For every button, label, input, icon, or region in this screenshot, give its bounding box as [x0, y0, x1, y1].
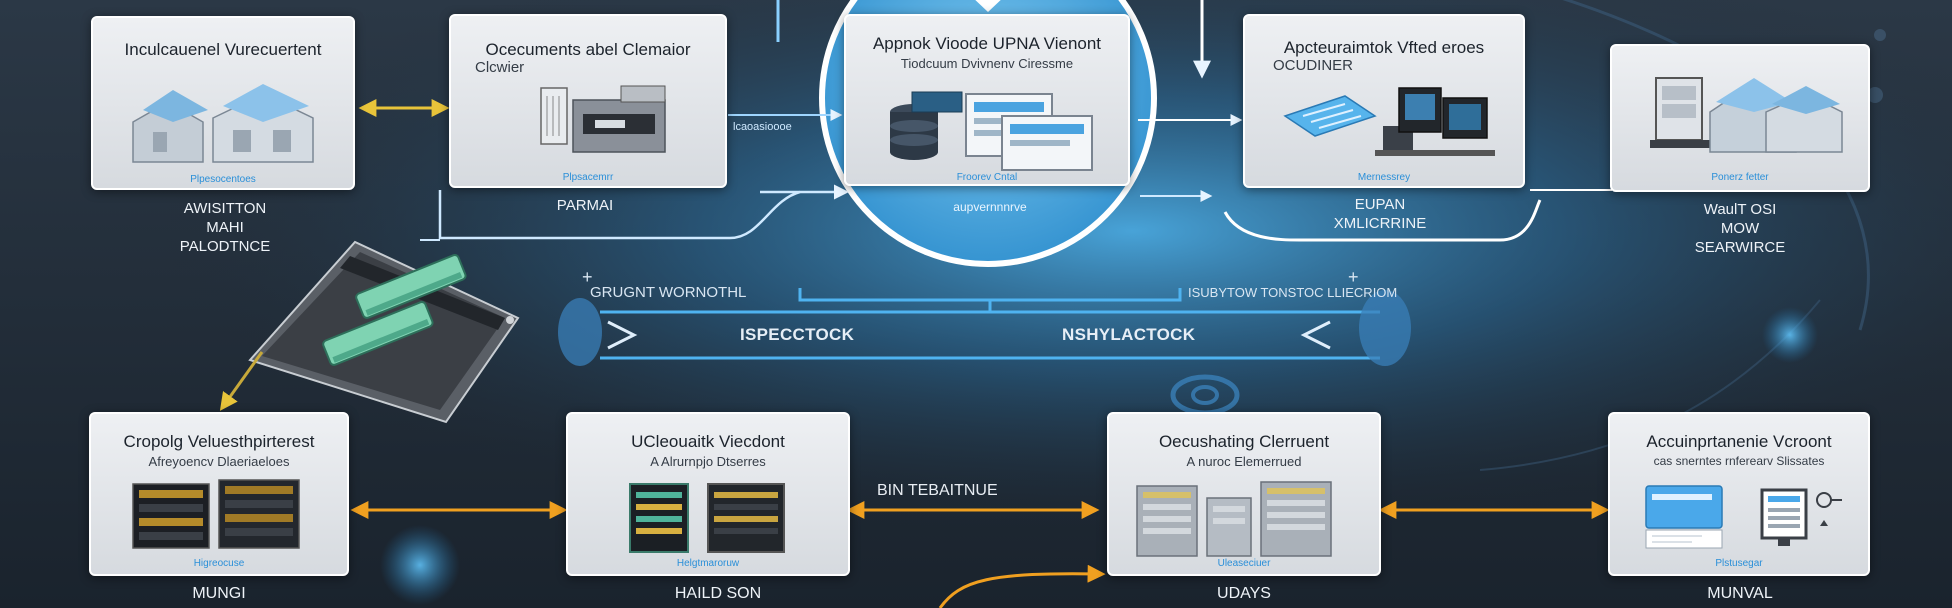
label-line: MUNVAL [1707, 585, 1773, 602]
label-line: AWISITTON [183, 200, 267, 217]
monitor-screens-icon [1645, 485, 1842, 549]
devices-illustration-icon [1283, 87, 1495, 156]
label-line: PARMAI [556, 197, 614, 214]
data-center-icon [1136, 481, 1332, 557]
label-line: MOW [1720, 220, 1760, 237]
card-top-4[interactable]: Apcteuraimtok Vfted eroes OCUDINER Merne… [1243, 14, 1525, 188]
label-bottom-1: MUNGI [119, 584, 319, 603]
card-footer: Plstusegar [1715, 558, 1763, 569]
server-blocks-icon [629, 483, 785, 553]
card-subtitle: Afreyoencv Dlaeriaeloes [148, 454, 290, 469]
card-bottom-3[interactable]: Oecushating Clerruent A nuroc Elemerrued… [1107, 412, 1381, 576]
card-subtitle: A Alrurnpjo Dtserres [650, 454, 766, 469]
pill-left-text: ISPECCTOCK [740, 325, 855, 344]
card-bottom-2[interactable]: UCleouaitk Viecdont A Alrurnpjo Dtserres… [566, 412, 850, 576]
card-title: Inculcauenel Vurecuertent [124, 40, 322, 59]
card-footer: Plpesocentoes [190, 174, 256, 185]
label-line: aupvernnnrve [953, 200, 1027, 214]
card-footer: Helgtmaroruw [676, 558, 740, 569]
left-tech-text: GRUGNT WORNOTHL [590, 284, 747, 301]
label-line: SEARWIRCE [1694, 239, 1786, 256]
card-bottom-1[interactable]: Cropolg Veluesthpirterest Afreyoencv Dla… [89, 412, 349, 576]
arrow-text: BIN TEBAITNUE [877, 482, 998, 499]
card-footer: Mernessrey [1357, 172, 1411, 183]
card-title: Accuinprtanenie Vcroont [1646, 432, 1832, 451]
card-bottom-4[interactable]: Accuinprtanenie Vcroont cas snerntes rnf… [1608, 412, 1870, 576]
card-footer: Higreocuse [193, 558, 245, 569]
card-title: UCleouaitk Viecdont [631, 432, 785, 451]
card-footer: Uleaseciuer [1217, 558, 1271, 569]
server-racks-icon [132, 479, 300, 549]
label-top-3: aupvernnnrve [900, 198, 1080, 217]
card-top-1[interactable]: Inculcauenel Vurecuertent Plpesocentoes [91, 16, 355, 190]
devices-house-icon [1650, 77, 1843, 153]
label-bottom-3: UDAYS [1144, 584, 1344, 603]
card-footer: Ponerz fetter [1711, 172, 1769, 183]
label-top-2: PARMAI [500, 196, 670, 215]
card-footer: Froorev Cntal [956, 172, 1018, 183]
label-line: XMLICRRINE [1333, 215, 1427, 232]
small-left-text: lcaoasioooe [733, 121, 792, 133]
card-title: Ocecuments abel Clemaior [485, 40, 691, 59]
plus-right: + [1348, 267, 1359, 287]
card-footer: Plpsacemrr [562, 172, 614, 183]
buildings-illustration-icon [132, 84, 314, 163]
label-line: EUPAN [1354, 196, 1406, 213]
label-top-1: AWISITTON MAHI PALODTNCE [120, 199, 330, 256]
card-title: Cropolg Veluesthpirterest [123, 432, 315, 451]
server-machine-icon [540, 85, 666, 153]
label-top-4: EUPAN XMLICRRINE [1290, 195, 1470, 233]
card-subtitle: Tiodcuum Dvivnenv Ciressme [900, 56, 1074, 71]
card-subtitle: OCUDINER [1273, 57, 1354, 74]
label-line: PALODTNCE [179, 238, 271, 255]
card-title: Appnok Vioode UPNA Vienont [872, 34, 1102, 53]
pill-right-text: NSHYLACTOCK [1062, 325, 1196, 344]
card-subtitle: A nuroc Elemerrued [1186, 454, 1302, 469]
label-line: MUNGI [192, 585, 246, 602]
card-subtitle: Clcwier [475, 59, 525, 76]
label-bottom-2: HAILD SON [618, 584, 818, 603]
storage-dashboard-icon [890, 91, 1093, 171]
card-top-5[interactable]: Ponerz fetter [1610, 44, 1870, 192]
card-title: Oecushating Clerruent [1158, 432, 1330, 451]
label-top-5: WaulT OSI MOW SEARWIRCE [1640, 200, 1840, 257]
plus-left: + [582, 267, 593, 287]
label-line: HAILD SON [674, 585, 762, 602]
label-line: UDAYS [1217, 585, 1271, 602]
card-title: Apcteuraimtok Vfted eroes [1283, 38, 1485, 57]
card-top-3[interactable]: Appnok Vioode UPNA Vienont Tiodcuum Dviv… [844, 14, 1130, 186]
label-bottom-4: MUNVAL [1640, 584, 1840, 603]
card-top-2[interactable]: Ocecuments abel Clemaior Clcwier Plpsace… [449, 14, 727, 188]
right-tech-text: ISUBYTOW TONSTOC LLIECRIOM [1188, 285, 1398, 300]
label-line: WaulT OSI [1703, 201, 1777, 218]
card-subtitle: cas snerntes rnferearv Slissates [1653, 454, 1825, 468]
label-line: MAHI [206, 219, 244, 236]
